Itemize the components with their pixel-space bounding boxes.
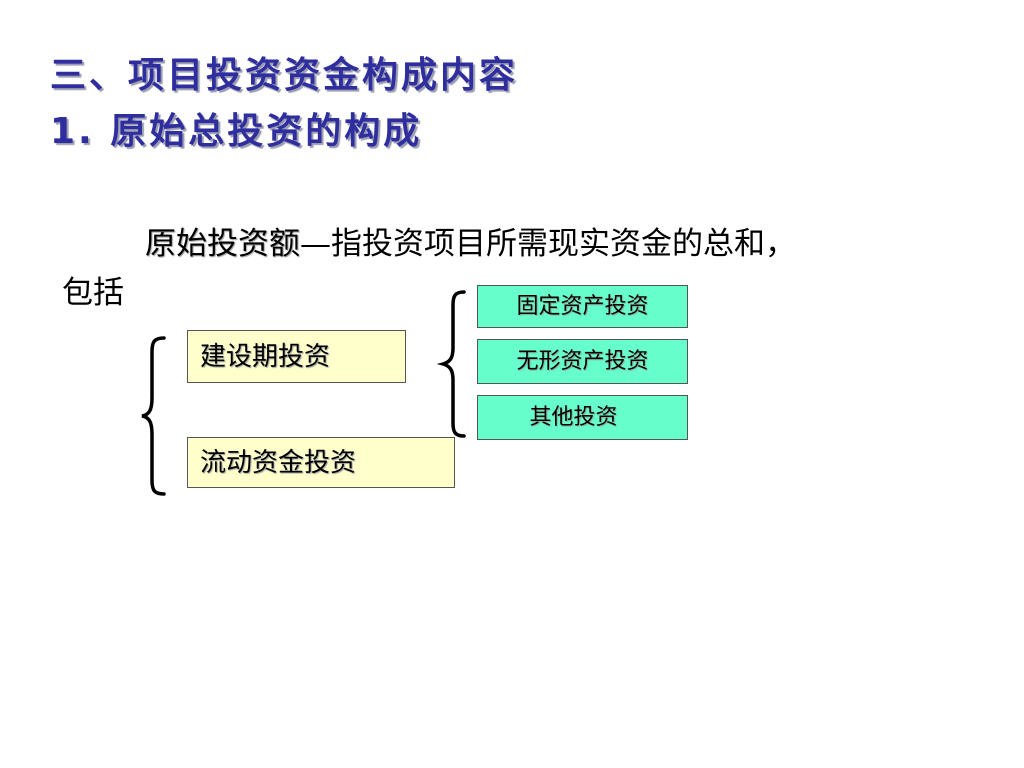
other-investment-label: 其他投资 xyxy=(529,404,618,430)
other-investment-box: 其他投资 xyxy=(477,395,688,440)
definition-text: 指投资项目所需现实资金的总和， xyxy=(331,226,796,262)
definition-dash: — xyxy=(300,226,331,262)
fixed-asset-investment-label: 固定资产投资 xyxy=(516,293,649,319)
working-capital-investment-label: 流动资金投资 xyxy=(200,447,357,478)
definition-continuation: 包括 xyxy=(62,275,124,311)
construction-investment-label: 建设期投资 xyxy=(200,341,331,372)
working-capital-investment-box: 流动资金投资 xyxy=(187,437,455,488)
definition-term: 原始投资额 xyxy=(145,226,300,262)
fixed-asset-investment-box: 固定资产投资 xyxy=(477,285,688,328)
right-brace xyxy=(436,290,466,438)
subsection-title: 1. 原始总投资的构成 xyxy=(50,111,423,152)
intangible-asset-investment-label: 无形资产投资 xyxy=(516,348,649,374)
intangible-asset-investment-box: 无形资产投资 xyxy=(477,339,688,384)
left-brace xyxy=(141,336,166,496)
definition-line: 原始投资额—指投资项目所需现实资金的总和， xyxy=(145,229,796,260)
construction-investment-box: 建设期投资 xyxy=(187,330,406,383)
section-title: 三、项目投资资金构成内容 xyxy=(50,55,519,96)
